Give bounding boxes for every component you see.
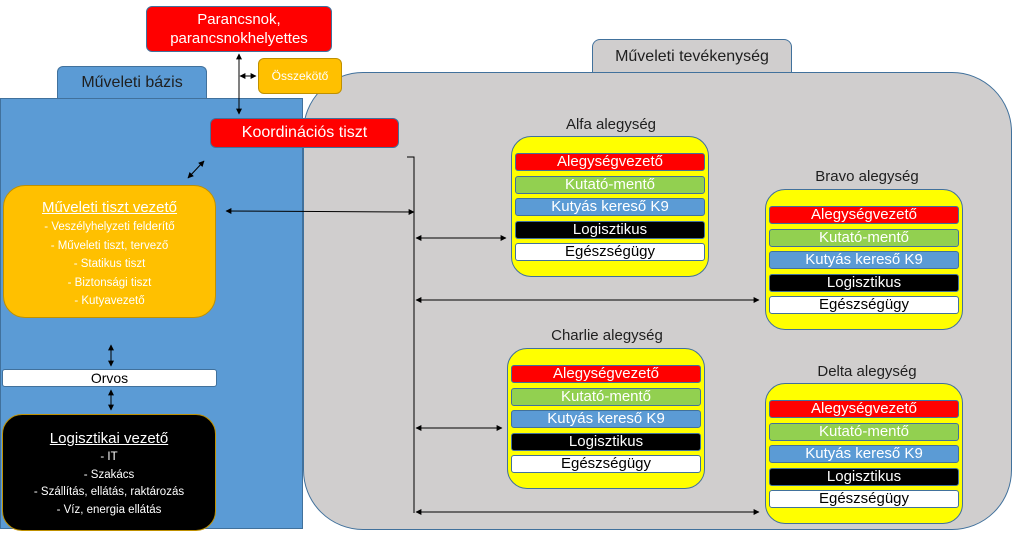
role-unit-leader: Alegységvezető	[511, 365, 701, 383]
coordinator-box: Koordinációs tiszt	[210, 118, 399, 148]
role-medical: Egészségügy	[769, 296, 959, 314]
unit-charlie: Alegységvezető Kutató-mentő Kutyás keres…	[507, 348, 705, 489]
role-unit-leader: Alegységvezető	[769, 206, 959, 224]
commander-line-1: Parancsnok,	[197, 11, 281, 28]
unit-title-charlie: Charlie alegység	[551, 327, 663, 344]
role-medical: Egészségügy	[515, 243, 705, 261]
role-k9-search: Kutyás kereső K9	[769, 251, 959, 269]
role-search-rescue: Kutató-mentő	[515, 175, 705, 194]
logistics-lead-item: - IT	[100, 451, 118, 463]
logistics-lead-box: Logisztikai vezető - IT - Szakács - Szál…	[2, 414, 216, 531]
logistics-lead-item: - Szakács	[83, 468, 135, 481]
ops-officer-lead-item: - Biztonsági tiszt	[67, 276, 152, 289]
role-logistician: Logisztikus	[515, 220, 705, 239]
role-medical: Egészségügy	[511, 455, 701, 473]
role-search-rescue: Kutató-mentő	[511, 387, 701, 406]
commander-line-2: parancsnokhelyettes	[170, 30, 308, 47]
role-search-rescue: Kutató-mentő	[769, 422, 959, 441]
unit-delta: Alegységvezető Kutató-mentő Kutyás keres…	[765, 383, 963, 524]
unit-alfa: Alegységvezető Kutató-mentő Kutyás keres…	[511, 136, 709, 277]
ops-officer-lead-item: - Statikus tiszt	[73, 258, 146, 270]
operational-base-tab: Műveleti bázis	[57, 66, 207, 99]
liaison-box: Összekötő	[258, 58, 342, 94]
role-logistician: Logisztikus	[769, 467, 959, 486]
logistics-lead-item: - Víz, energia ellátás	[56, 503, 162, 516]
ops-officer-lead-box: Műveleti tiszt vezető - Veszélyhelyzeti …	[3, 185, 216, 318]
doctor-box: Orvos	[2, 369, 217, 387]
ops-officer-lead-title: Műveleti tiszt vezető	[41, 199, 178, 216]
unit-title-bravo: Bravo alegység	[815, 168, 919, 185]
role-k9-search: Kutyás kereső K9	[515, 198, 705, 216]
role-unit-leader: Alegységvezető	[515, 153, 705, 171]
ops-officer-lead-item: - Műveleti tiszt, tervező	[50, 239, 169, 252]
logistics-lead-item: - Szállítás, ellátás, raktározás	[33, 486, 185, 498]
role-unit-leader: Alegységvezető	[769, 400, 959, 418]
role-logistician: Logisztikus	[769, 273, 959, 292]
unit-title-alfa: Alfa alegység	[565, 116, 657, 133]
role-logistician: Logisztikus	[511, 432, 701, 451]
operational-activity-tab: Műveleti tevékenység	[592, 39, 792, 73]
logistics-lead-title: Logisztikai vezető	[49, 430, 169, 447]
unit-title-delta: Delta alegység	[817, 363, 917, 380]
ops-officer-lead-item: - Kutyavezető	[74, 295, 145, 307]
role-k9-search: Kutyás kereső K9	[511, 410, 701, 428]
role-k9-search: Kutyás kereső K9	[769, 445, 959, 463]
ops-officer-lead-item: - Veszélyhelyzeti felderítő	[44, 221, 175, 233]
unit-bravo: Alegységvezető Kutató-mentő Kutyás keres…	[765, 189, 963, 330]
role-medical: Egészségügy	[769, 490, 959, 508]
commander-box: Parancsnok, parancsnokhelyettes	[146, 6, 332, 52]
role-search-rescue: Kutató-mentő	[769, 228, 959, 247]
